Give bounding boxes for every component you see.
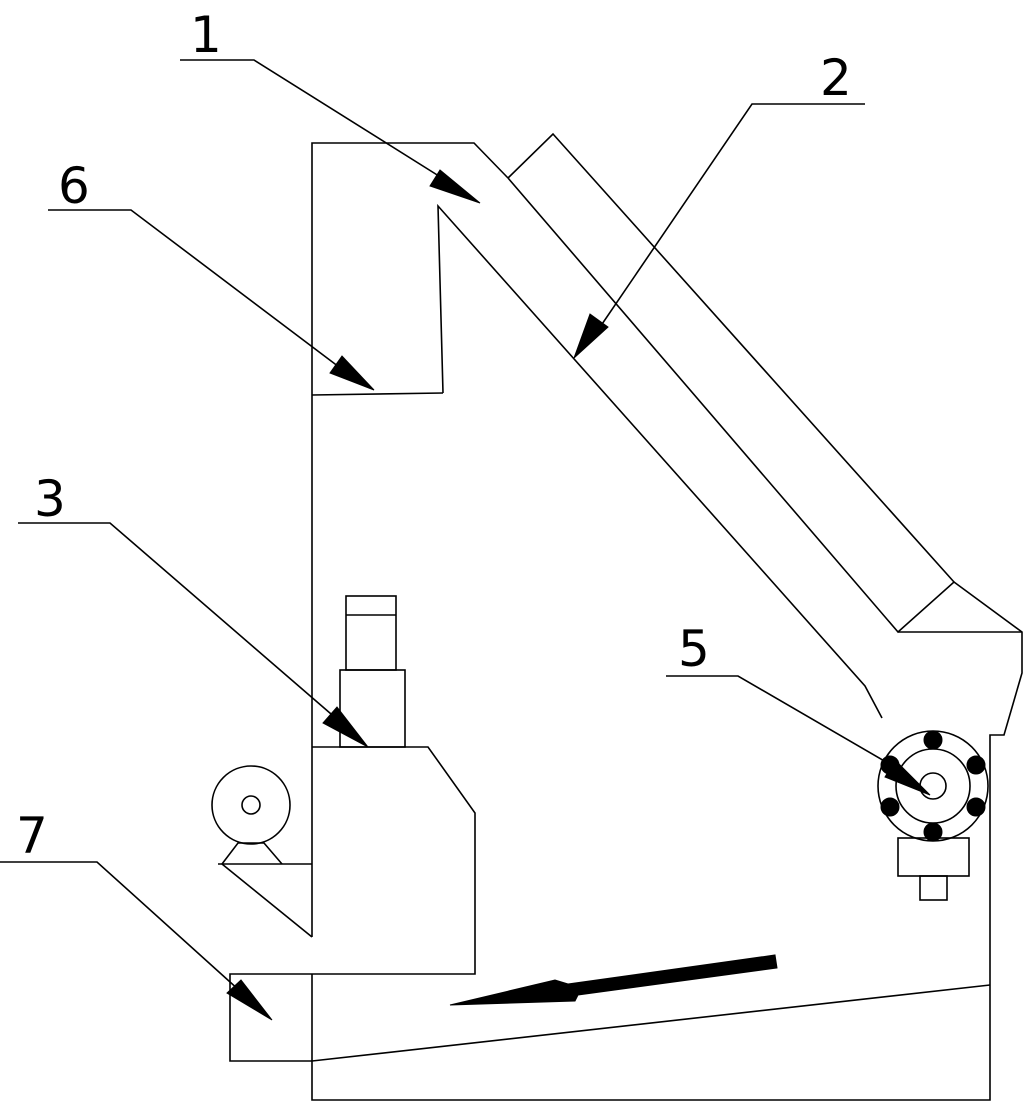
label-1: 1 <box>190 6 222 64</box>
leader-7 <box>0 861 273 1021</box>
drive-unit <box>312 595 476 975</box>
leader-2 <box>573 103 865 359</box>
label-7: 7 <box>16 807 48 865</box>
machine-frame <box>311 142 1023 1101</box>
roller-assembly <box>877 730 989 901</box>
inclined-conveyor <box>507 132 955 583</box>
motor <box>211 765 313 938</box>
leader-5 <box>666 675 931 796</box>
label-3: 3 <box>34 470 66 528</box>
label-5: 5 <box>678 620 710 678</box>
leader-6 <box>48 209 375 391</box>
flow-direction-arrow <box>449 954 778 1006</box>
leader-1 <box>180 59 481 204</box>
label-2: 2 <box>820 49 852 107</box>
label-6: 6 <box>58 157 90 215</box>
discharge-chute <box>229 973 991 1062</box>
leader-3 <box>18 522 369 748</box>
